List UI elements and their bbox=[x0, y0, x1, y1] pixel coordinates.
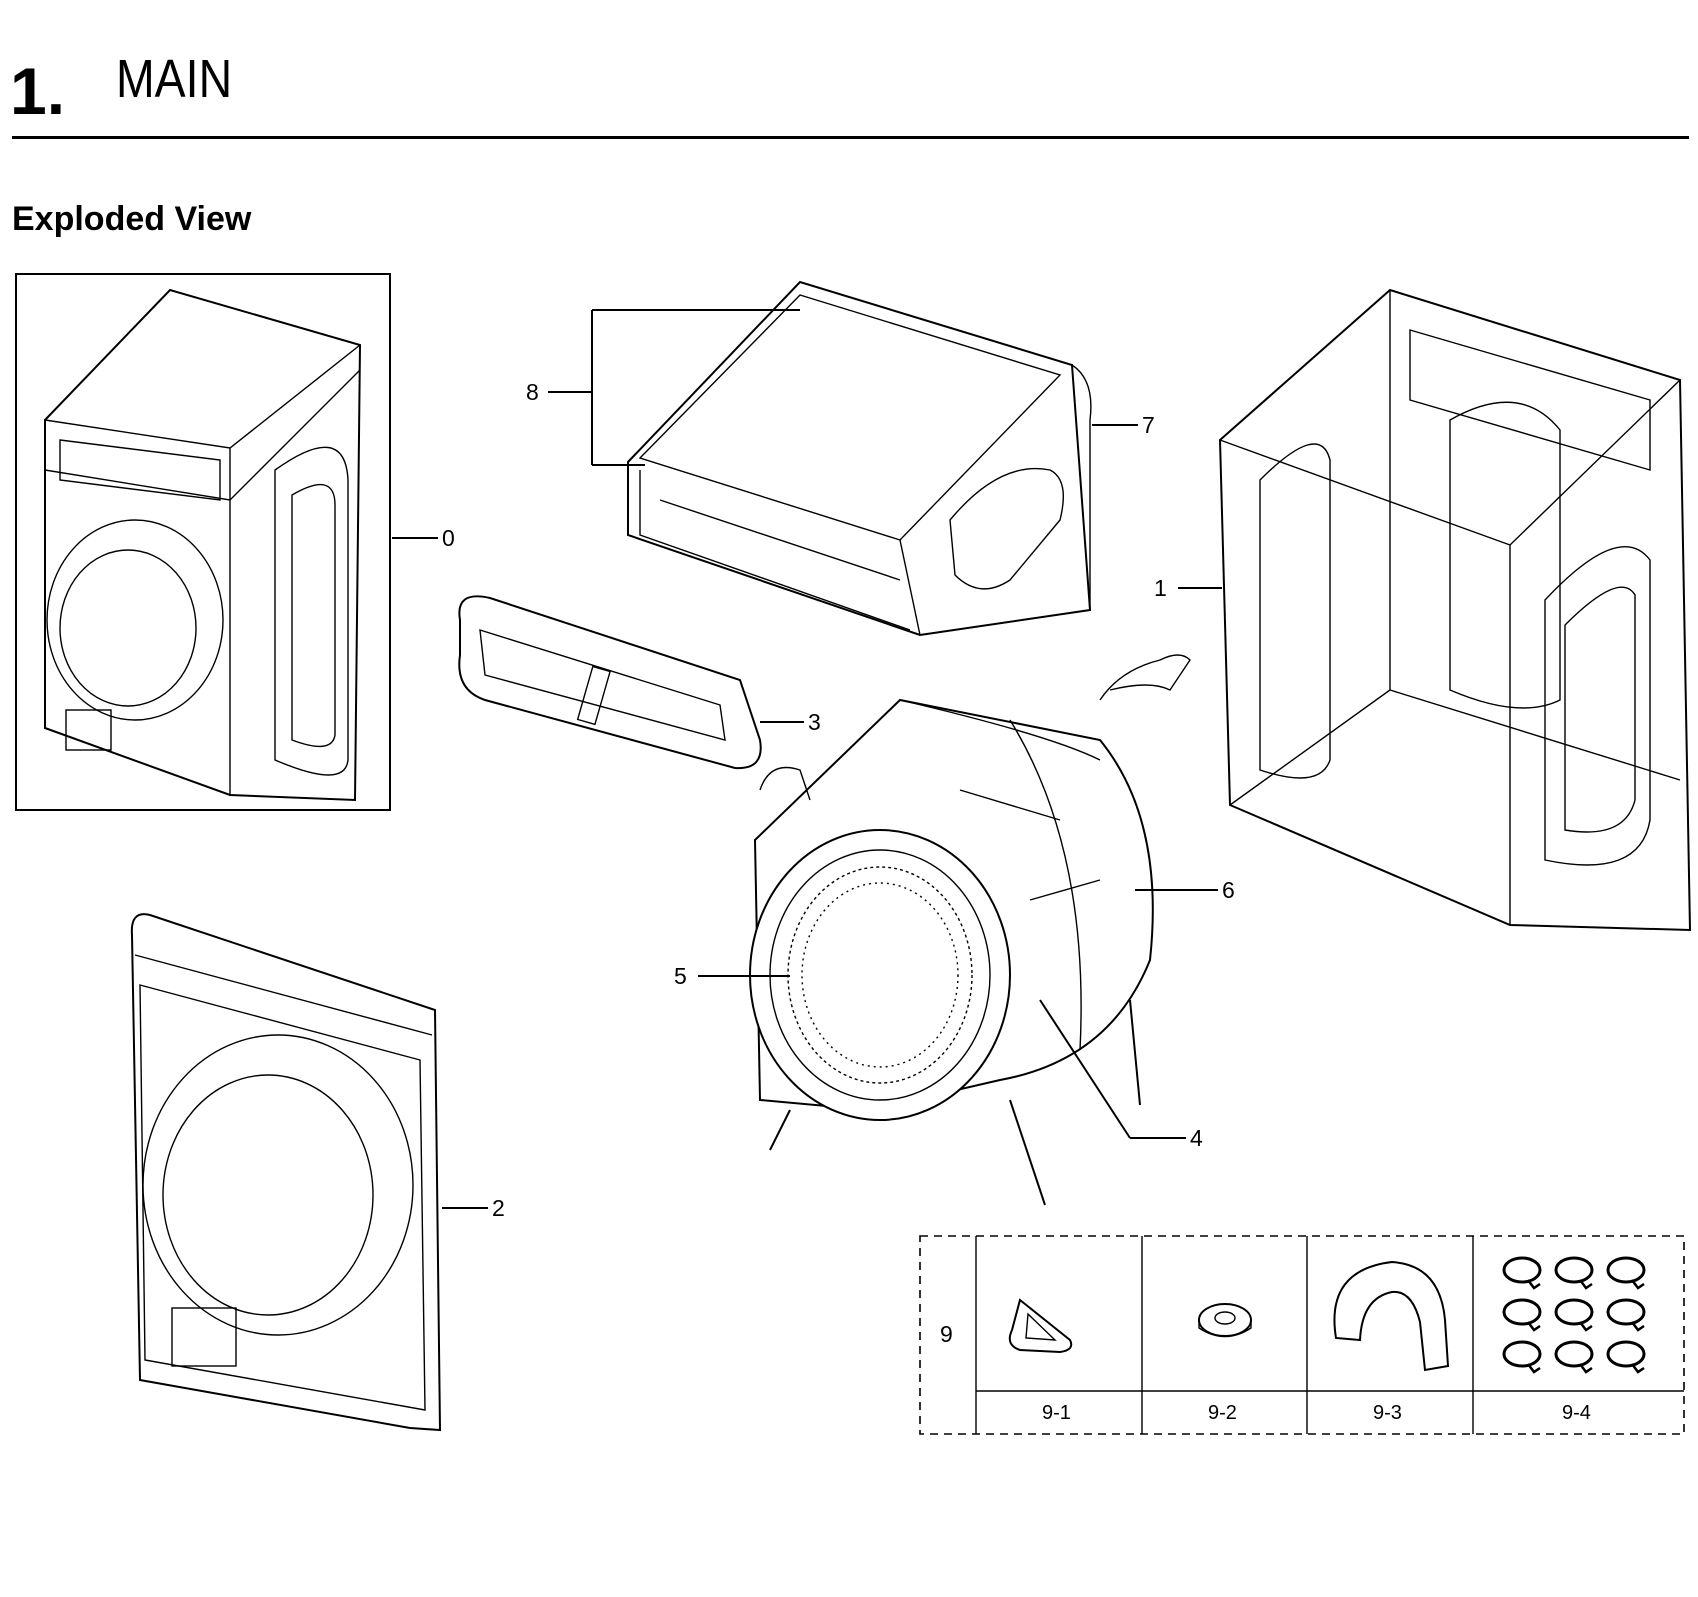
part-2-front-panel bbox=[130, 913, 442, 1432]
callout-3: 3 bbox=[760, 709, 821, 735]
callout-2: 2 bbox=[442, 1195, 505, 1221]
hose-guide-icon bbox=[1333, 1260, 1450, 1372]
callout-8-label: 8 bbox=[526, 379, 539, 405]
callout-4-label: 4 bbox=[1190, 1125, 1203, 1151]
callout-0: 0 bbox=[392, 525, 455, 551]
hose-clamp-icon bbox=[1554, 1340, 1594, 1374]
hose-clamp-icon bbox=[1606, 1256, 1646, 1290]
hose-clamp-icon bbox=[1606, 1340, 1646, 1374]
hose-clamp-grid bbox=[1502, 1256, 1646, 1374]
kit-item-9-2-label: 9-2 bbox=[1208, 1402, 1237, 1424]
callout-7: 7 bbox=[1092, 412, 1155, 438]
callout-3-label: 3 bbox=[808, 709, 821, 735]
part-0-washer-assembly bbox=[15, 273, 391, 811]
callout-6: 6 bbox=[1135, 877, 1235, 903]
callout-0-label: 0 bbox=[442, 525, 455, 551]
callout-4: 4 bbox=[1039, 999, 1203, 1151]
hose-clamp-icon bbox=[1606, 1298, 1646, 1332]
kit-item-9-4-label: 9-4 bbox=[1562, 1402, 1591, 1424]
callout-5: 5 bbox=[674, 963, 790, 989]
kit-label: 9 bbox=[940, 1321, 953, 1347]
callout-7-label: 7 bbox=[1142, 412, 1155, 438]
callout-1-label: 1 bbox=[1154, 575, 1167, 601]
callout-6-label: 6 bbox=[1222, 877, 1235, 903]
hose-clamp-icon bbox=[1502, 1298, 1542, 1332]
part-1-cabinet bbox=[1218, 288, 1692, 932]
callout-2-label: 2 bbox=[492, 1195, 505, 1221]
kit-item-9-3-label: 9-3 bbox=[1373, 1402, 1402, 1424]
hose-clamp-icon bbox=[1502, 1256, 1542, 1290]
section-number: 1. bbox=[10, 54, 66, 128]
washer-icon bbox=[1198, 1303, 1252, 1338]
hose-clamp-icon bbox=[1502, 1340, 1542, 1374]
kit-item-9-1-label: 9-1 bbox=[1042, 1402, 1071, 1424]
callout-1: 1 bbox=[1154, 575, 1222, 601]
part-3-control-panel bbox=[458, 595, 762, 770]
kit-table: 9 9-1 9-2 9-3 9-4 bbox=[919, 1235, 1685, 1435]
title-rule bbox=[12, 136, 1689, 139]
part-7-top-cover bbox=[627, 280, 1092, 637]
triangle-grommet-icon bbox=[1008, 1298, 1073, 1354]
page-subtitle: Exploded View bbox=[12, 200, 252, 238]
section-title: MAIN bbox=[116, 49, 233, 109]
hose-clamp-icon bbox=[1554, 1256, 1594, 1290]
callout-8: 8 bbox=[526, 309, 800, 466]
callout-5-label: 5 bbox=[674, 963, 687, 989]
hose-clamp-icon bbox=[1554, 1298, 1594, 1332]
